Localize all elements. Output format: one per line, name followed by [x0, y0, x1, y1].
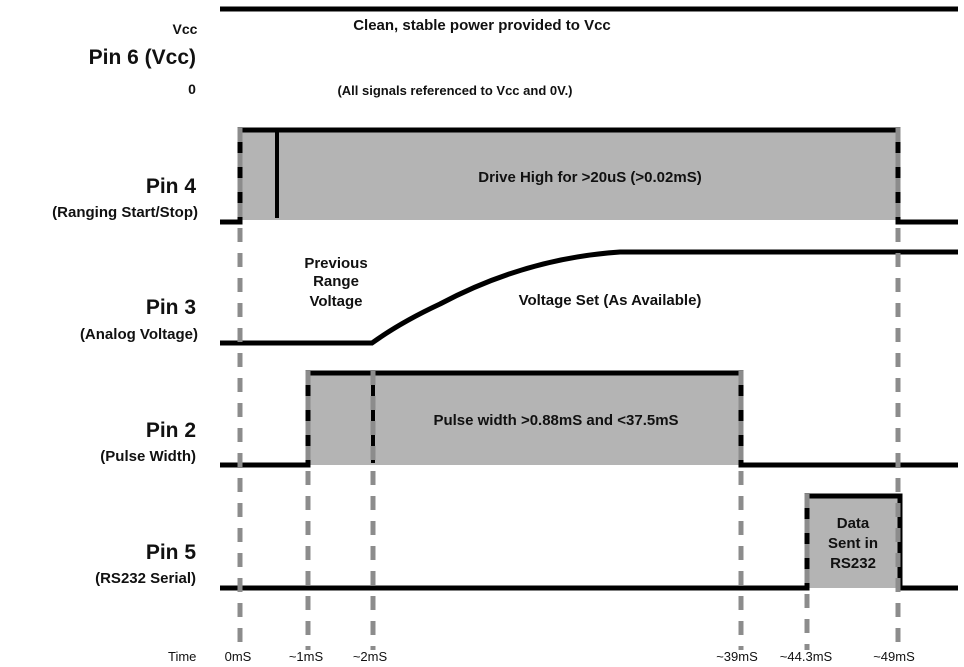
time-label-39ms: ~39mS — [716, 649, 758, 664]
pin4-high-region — [240, 130, 898, 220]
pin6-label: Pin 6 (Vcc) — [89, 46, 196, 69]
pin3-prev-line1: Previous — [304, 255, 367, 272]
pin3-sublabel: (Analog Voltage) — [80, 326, 198, 343]
pin3-prev-line2: Range — [313, 273, 359, 290]
pin5-sublabel: (RS232 Serial) — [95, 570, 196, 587]
pin4-waveform — [220, 127, 958, 225]
vcc-note: Clean, stable power provided to Vcc — [353, 17, 611, 34]
pin4-label: Pin 4 — [146, 175, 197, 198]
vcc-top-label: Vcc — [173, 21, 198, 37]
pin5-high-region — [807, 496, 900, 588]
pin5-label: Pin 5 — [146, 541, 197, 564]
time-label-44ms: ~44.3mS — [780, 649, 833, 664]
time-marker-lines — [237, 128, 901, 650]
vcc-zero-label: 0 — [188, 81, 196, 97]
signal-lines — [220, 6, 958, 591]
time-label-2ms: ~2mS — [353, 649, 388, 664]
pin4-note: Drive High for >20uS (>0.02mS) — [478, 169, 701, 186]
reference-note: (All signals referenced to Vcc and 0V.) — [337, 83, 572, 98]
pin5-waveform — [220, 493, 958, 591]
pin2-label: Pin 2 — [146, 419, 196, 442]
pin5-note-line2: Sent in — [828, 535, 878, 552]
time-label-49ms: ~49mS — [873, 649, 915, 664]
pin2-waveform — [220, 370, 958, 468]
pin3-prev-line3: Voltage — [309, 293, 362, 310]
time-label-1ms: ~1mS — [289, 649, 324, 664]
pin5-note-line3: RS232 — [830, 555, 876, 572]
pin3-waveform — [220, 249, 958, 346]
pin4-sublabel: (Ranging Start/Stop) — [52, 204, 198, 221]
time-axis-label: Time — [168, 649, 196, 664]
pin3-note: Voltage Set (As Available) — [519, 292, 702, 309]
pin2-sublabel: (Pulse Width) — [100, 448, 196, 465]
pin3-label: Pin 3 — [146, 296, 196, 319]
pin5-note-line1: Data — [837, 515, 870, 532]
time-label-0ms: 0mS — [225, 649, 252, 664]
pin2-note: Pulse width >0.88mS and <37.5mS — [433, 412, 678, 429]
pin2-high-region — [308, 373, 741, 465]
